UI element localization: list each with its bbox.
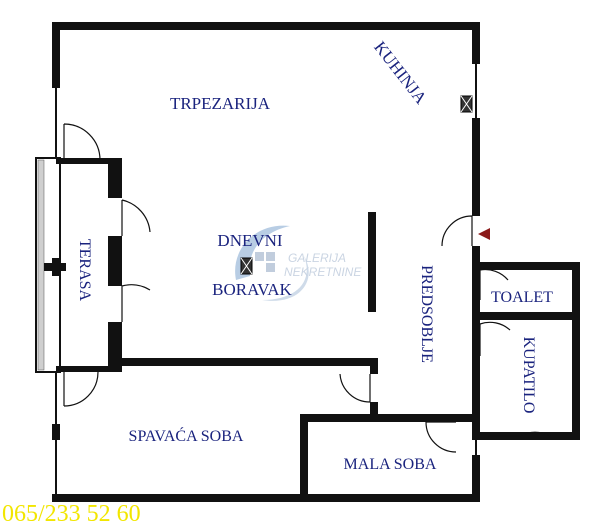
phone-number: 065/233 52 60	[2, 501, 141, 527]
door-bedroom-terrace	[63, 371, 99, 407]
label-predsoblje: PREDSOBLJE	[418, 265, 435, 363]
label-kupatilo: KUPATILO	[520, 337, 537, 414]
watermark-line2: NEKRETNINE	[284, 265, 362, 279]
door-living-terrace-upper	[121, 199, 151, 236]
door-kupatilo	[479, 321, 511, 356]
windows	[55, 64, 477, 494]
interior-walls	[108, 158, 580, 502]
exterior-walls	[52, 22, 580, 502]
terrace	[35, 157, 122, 373]
label-dnevni: DNEVNI	[217, 231, 282, 250]
door-dining-terrace	[63, 123, 101, 161]
label-terasa: TERASA	[76, 239, 93, 302]
label-toalet: TOALET	[491, 289, 553, 306]
door-toalet	[479, 268, 509, 300]
door-entrance	[441, 215, 473, 247]
label-trpezarija: TRPEZARIJA	[170, 94, 271, 113]
label-spavaca-soba: SPAVAĆA SOBA	[129, 426, 244, 445]
label-boravak: BORAVAK	[212, 280, 292, 299]
label-kuhinja: KUHINJA	[370, 38, 431, 108]
entrance-marker	[478, 228, 490, 240]
door-mala-soba	[425, 421, 457, 453]
vent-symbols	[240, 95, 473, 275]
door-living-terrace-lower	[121, 284, 151, 322]
doors	[63, 123, 551, 453]
door-bedroom	[339, 373, 371, 403]
label-mala-soba: MALA SOBA	[344, 456, 437, 473]
door-kupatilo-lower	[488, 431, 551, 437]
watermark-line1: GALERIJA	[288, 251, 346, 265]
